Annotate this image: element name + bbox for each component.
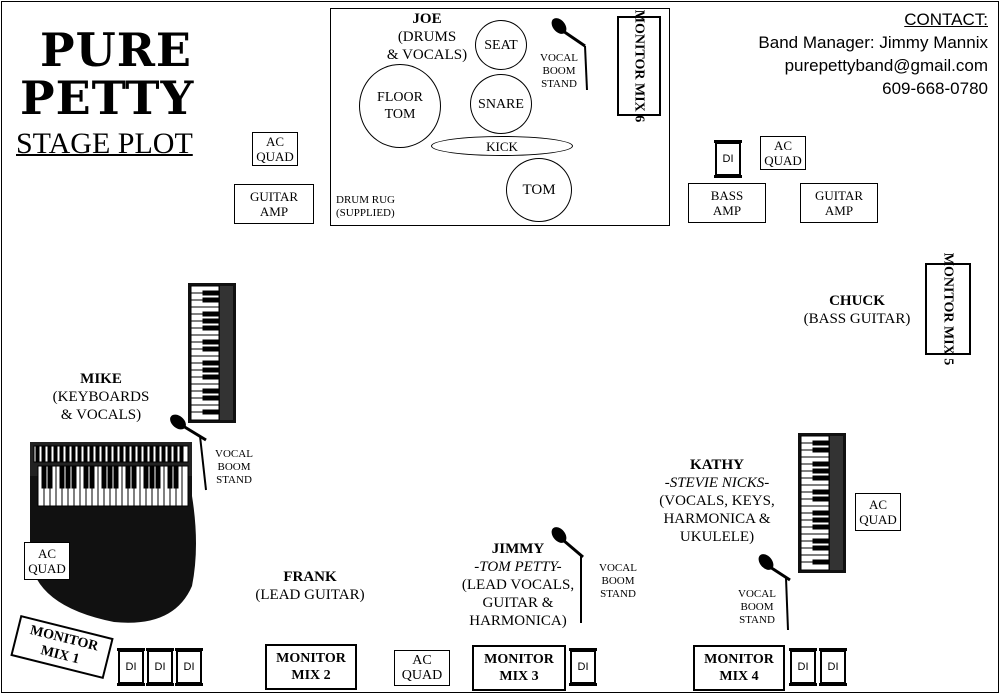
di-box-icon: DI	[819, 648, 847, 686]
di-box-icon: DI	[714, 140, 742, 178]
snare-drum: SNARE	[470, 74, 532, 134]
jimmy-label: JIMMY -TOM PETTY- (LEAD VOCALS, GUITAR &…	[461, 541, 575, 629]
keyboard-icon	[798, 433, 846, 573]
di-box-icon: DI	[175, 648, 203, 686]
contact-phone: 609-668-0780	[882, 79, 988, 98]
microphone-icon	[758, 554, 791, 631]
contact-manager: Band Manager: Jimmy Mannix	[758, 33, 988, 52]
kick-drum: KICK	[431, 136, 573, 156]
microphone-icon	[551, 527, 584, 623]
di-box-icon: DI	[117, 648, 145, 686]
contact-heading: CONTACT:	[904, 10, 988, 29]
monitor-mix-6: MONITOR MIX 6	[617, 10, 661, 122]
band-title-line2: PETTY	[20, 71, 195, 125]
drum-seat: SEAT	[475, 20, 527, 70]
rack-tom: TOM	[506, 158, 572, 222]
monitor-mix-5: MONITOR MIX 5	[925, 253, 971, 365]
microphone-icon	[170, 414, 207, 491]
frank-label: FRANK (LEAD GUITAR)	[255, 569, 365, 603]
band-title-line1: PURE	[40, 23, 192, 77]
microphone-icon	[551, 18, 588, 91]
mike-label: MIKE (KEYBOARDS & VOCALS)	[52, 371, 150, 423]
chuck-label: CHUCK (BASS GUITAR)	[803, 293, 911, 327]
di-box-icon: DI	[146, 648, 174, 686]
di-box-icon: DI	[569, 648, 597, 686]
kathy-label: KATHY -STEVIE NICKS- (VOCALS, KEYS, HARM…	[659, 457, 775, 545]
keyboard-icon	[188, 283, 236, 423]
di-box-icon: DI	[789, 648, 817, 686]
drum-rug	[330, 8, 670, 226]
joe-label: JOE (DRUMS & VOCALS)	[386, 11, 468, 63]
contact-email: purepettyband@gmail.com	[784, 56, 988, 75]
contact-block: CONTACT: Band Manager: Jimmy Mannix pure…	[758, 8, 988, 100]
stage-plot-subtitle: STAGE PLOT	[16, 127, 193, 160]
grand-piano-icon	[30, 442, 196, 623]
drum-rug-label: DRUM RUG(SUPPLIED)	[336, 194, 395, 219]
